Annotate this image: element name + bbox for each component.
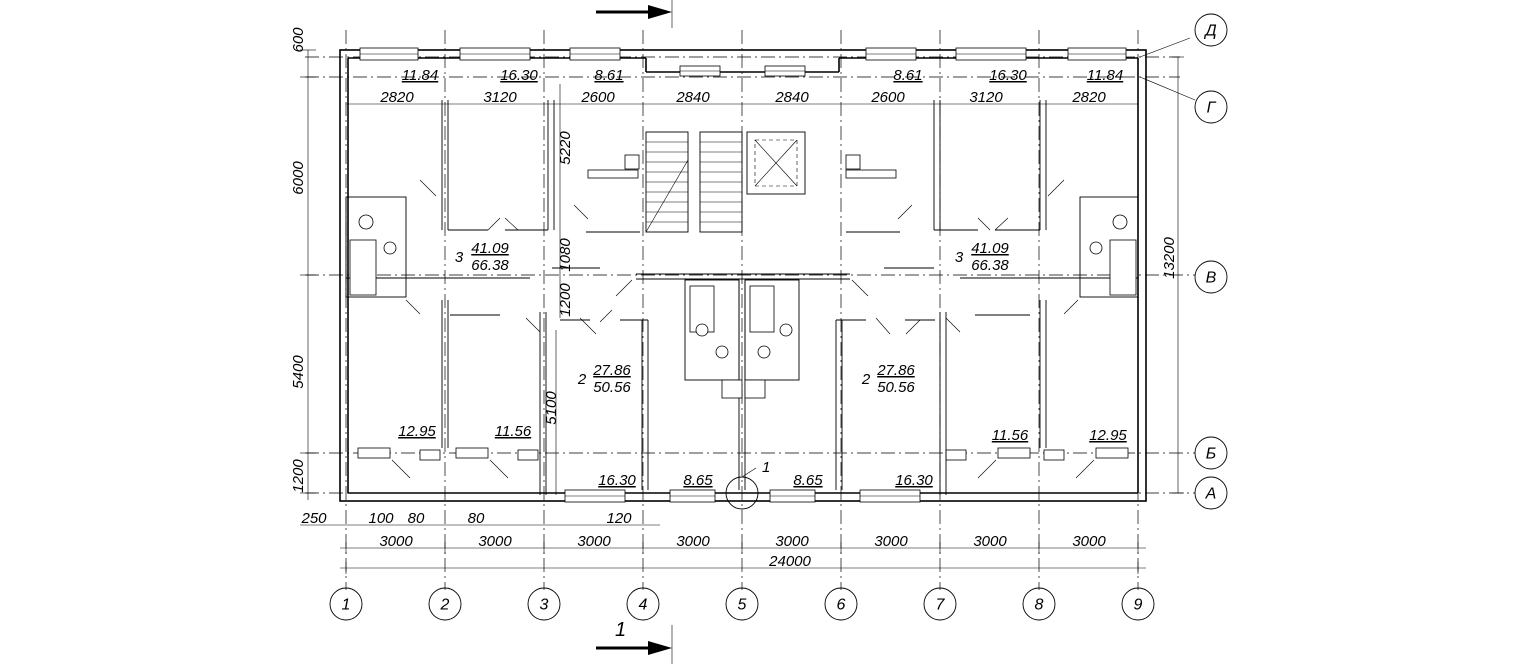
dim-bay-2: 3000 <box>478 533 512 550</box>
axis-label-9: 9 <box>1134 597 1143 614</box>
dim-overall: 24000 <box>768 553 811 570</box>
dim-interior-5220: 5220 <box>557 131 574 165</box>
axis-label-A: А <box>1205 486 1217 503</box>
dim-left-6000: 6000 <box>290 161 307 195</box>
area-bottom-4: 8.65 <box>683 472 713 489</box>
section-callout-label: 1 <box>762 459 770 476</box>
apartment-total-area: 66.38 <box>471 257 509 274</box>
dim-interior-1200: 1200 <box>557 283 574 317</box>
apartment-total-area: 50.56 <box>877 379 915 396</box>
door-swings <box>391 179 1095 479</box>
section-marks <box>596 0 673 664</box>
dim-room-width-1: 2820 <box>379 89 414 106</box>
area-top-3: 8.61 <box>594 67 623 84</box>
dim-bottom-80b: 80 <box>468 510 485 527</box>
area-top-5: 16.30 <box>989 67 1027 84</box>
area-bottom-2: 11.56 <box>495 423 532 440</box>
dim-right-13200: 13200 <box>1161 236 1178 278</box>
dim-interior-5100: 5100 <box>543 391 560 425</box>
apartment-living-area: 27.86 <box>876 362 915 379</box>
dim-bay-8: 3000 <box>1072 533 1106 550</box>
dim-bottom-100: 100 <box>368 510 394 527</box>
axis-label-5: 5 <box>738 597 747 614</box>
apartment-rooms: 2 <box>577 371 587 388</box>
axis-label-D: Д <box>1203 23 1216 40</box>
dim-bay-1: 3000 <box>379 533 413 550</box>
dim-left-600: 600 <box>290 27 307 53</box>
dim-room-width-3: 2600 <box>580 89 615 106</box>
dim-bay-6: 3000 <box>874 533 908 550</box>
area-bottom-6: 16.30 <box>895 472 933 489</box>
area-bottom-1: 12.95 <box>398 423 436 440</box>
bathroom-fixtures <box>349 154 1137 399</box>
axis-label-2: 2 <box>440 597 450 614</box>
axis-markers-vertical <box>329 587 1155 621</box>
axis-label-G: Г <box>1207 100 1217 117</box>
dim-left-1200: 1200 <box>290 459 307 493</box>
dim-bottom-250: 250 <box>300 510 327 527</box>
windows <box>357 47 1129 503</box>
axis-label-6: 6 <box>837 597 846 614</box>
apartment-rooms: 3 <box>455 249 464 266</box>
area-top-6: 11.84 <box>1087 67 1123 84</box>
dim-interior-1080: 1080 <box>557 238 574 272</box>
apartment-rooms: 2 <box>861 371 871 388</box>
apartment-rooms: 3 <box>955 249 964 266</box>
axis-label-1: 1 <box>342 597 351 614</box>
section-mark-bottom-label: 1 <box>615 619 626 641</box>
axis-label-4: 4 <box>639 597 648 614</box>
dim-bay-4: 3000 <box>676 533 710 550</box>
dim-room-width-6: 2600 <box>870 89 905 106</box>
staircase <box>645 131 743 233</box>
axis-label-V: В <box>1206 270 1217 287</box>
apartment-total-area: 50.56 <box>593 379 631 396</box>
dim-room-width-2: 3120 <box>483 89 517 106</box>
area-bottom-3: 16.30 <box>598 472 636 489</box>
dim-room-width-8: 2820 <box>1071 89 1106 106</box>
area-top-1: 11.84 <box>402 67 438 84</box>
apartment-label-1: 3 41.09 66.38 <box>455 240 510 274</box>
dim-bay-5: 3000 <box>775 533 809 550</box>
axis-label-B: Б <box>1206 446 1216 463</box>
area-top-2: 16.30 <box>500 67 538 84</box>
apartment-total-area: 66.38 <box>971 257 1009 274</box>
area-bottom-5: 8.65 <box>793 472 823 489</box>
dimension-lines <box>300 49 1184 574</box>
axis-label-3: 3 <box>540 597 549 614</box>
interior-walls <box>345 100 1139 495</box>
axis-markers-horizontal <box>1194 13 1228 510</box>
apartment-label-2: 3 41.09 66.38 <box>955 240 1010 274</box>
dim-bottom-80a: 80 <box>408 510 425 527</box>
area-bottom-8: 12.95 <box>1089 427 1127 444</box>
apartment-living-area: 27.86 <box>592 362 631 379</box>
area-bottom-7: 11.56 <box>992 427 1029 444</box>
axis-label-8: 8 <box>1035 597 1044 614</box>
apartment-living-area: 41.09 <box>471 240 509 257</box>
apartment-label-3: 2 27.86 50.56 <box>577 362 632 396</box>
dim-room-width-5: 2840 <box>774 89 809 106</box>
elevator-shaft <box>746 131 806 195</box>
apartment-label-4: 2 27.86 50.56 <box>861 362 916 396</box>
apartment-living-area: 41.09 <box>971 240 1009 257</box>
dim-room-width-7: 3120 <box>969 89 1003 106</box>
area-top-4: 8.61 <box>893 67 922 84</box>
dim-bottom-120: 120 <box>606 510 632 527</box>
dim-bay-3: 3000 <box>577 533 611 550</box>
section-callout <box>725 467 759 510</box>
dim-left-5400: 5400 <box>290 355 307 389</box>
dim-bay-7: 3000 <box>973 533 1007 550</box>
axis-label-7: 7 <box>936 597 946 614</box>
dim-room-width-4: 2840 <box>675 89 710 106</box>
